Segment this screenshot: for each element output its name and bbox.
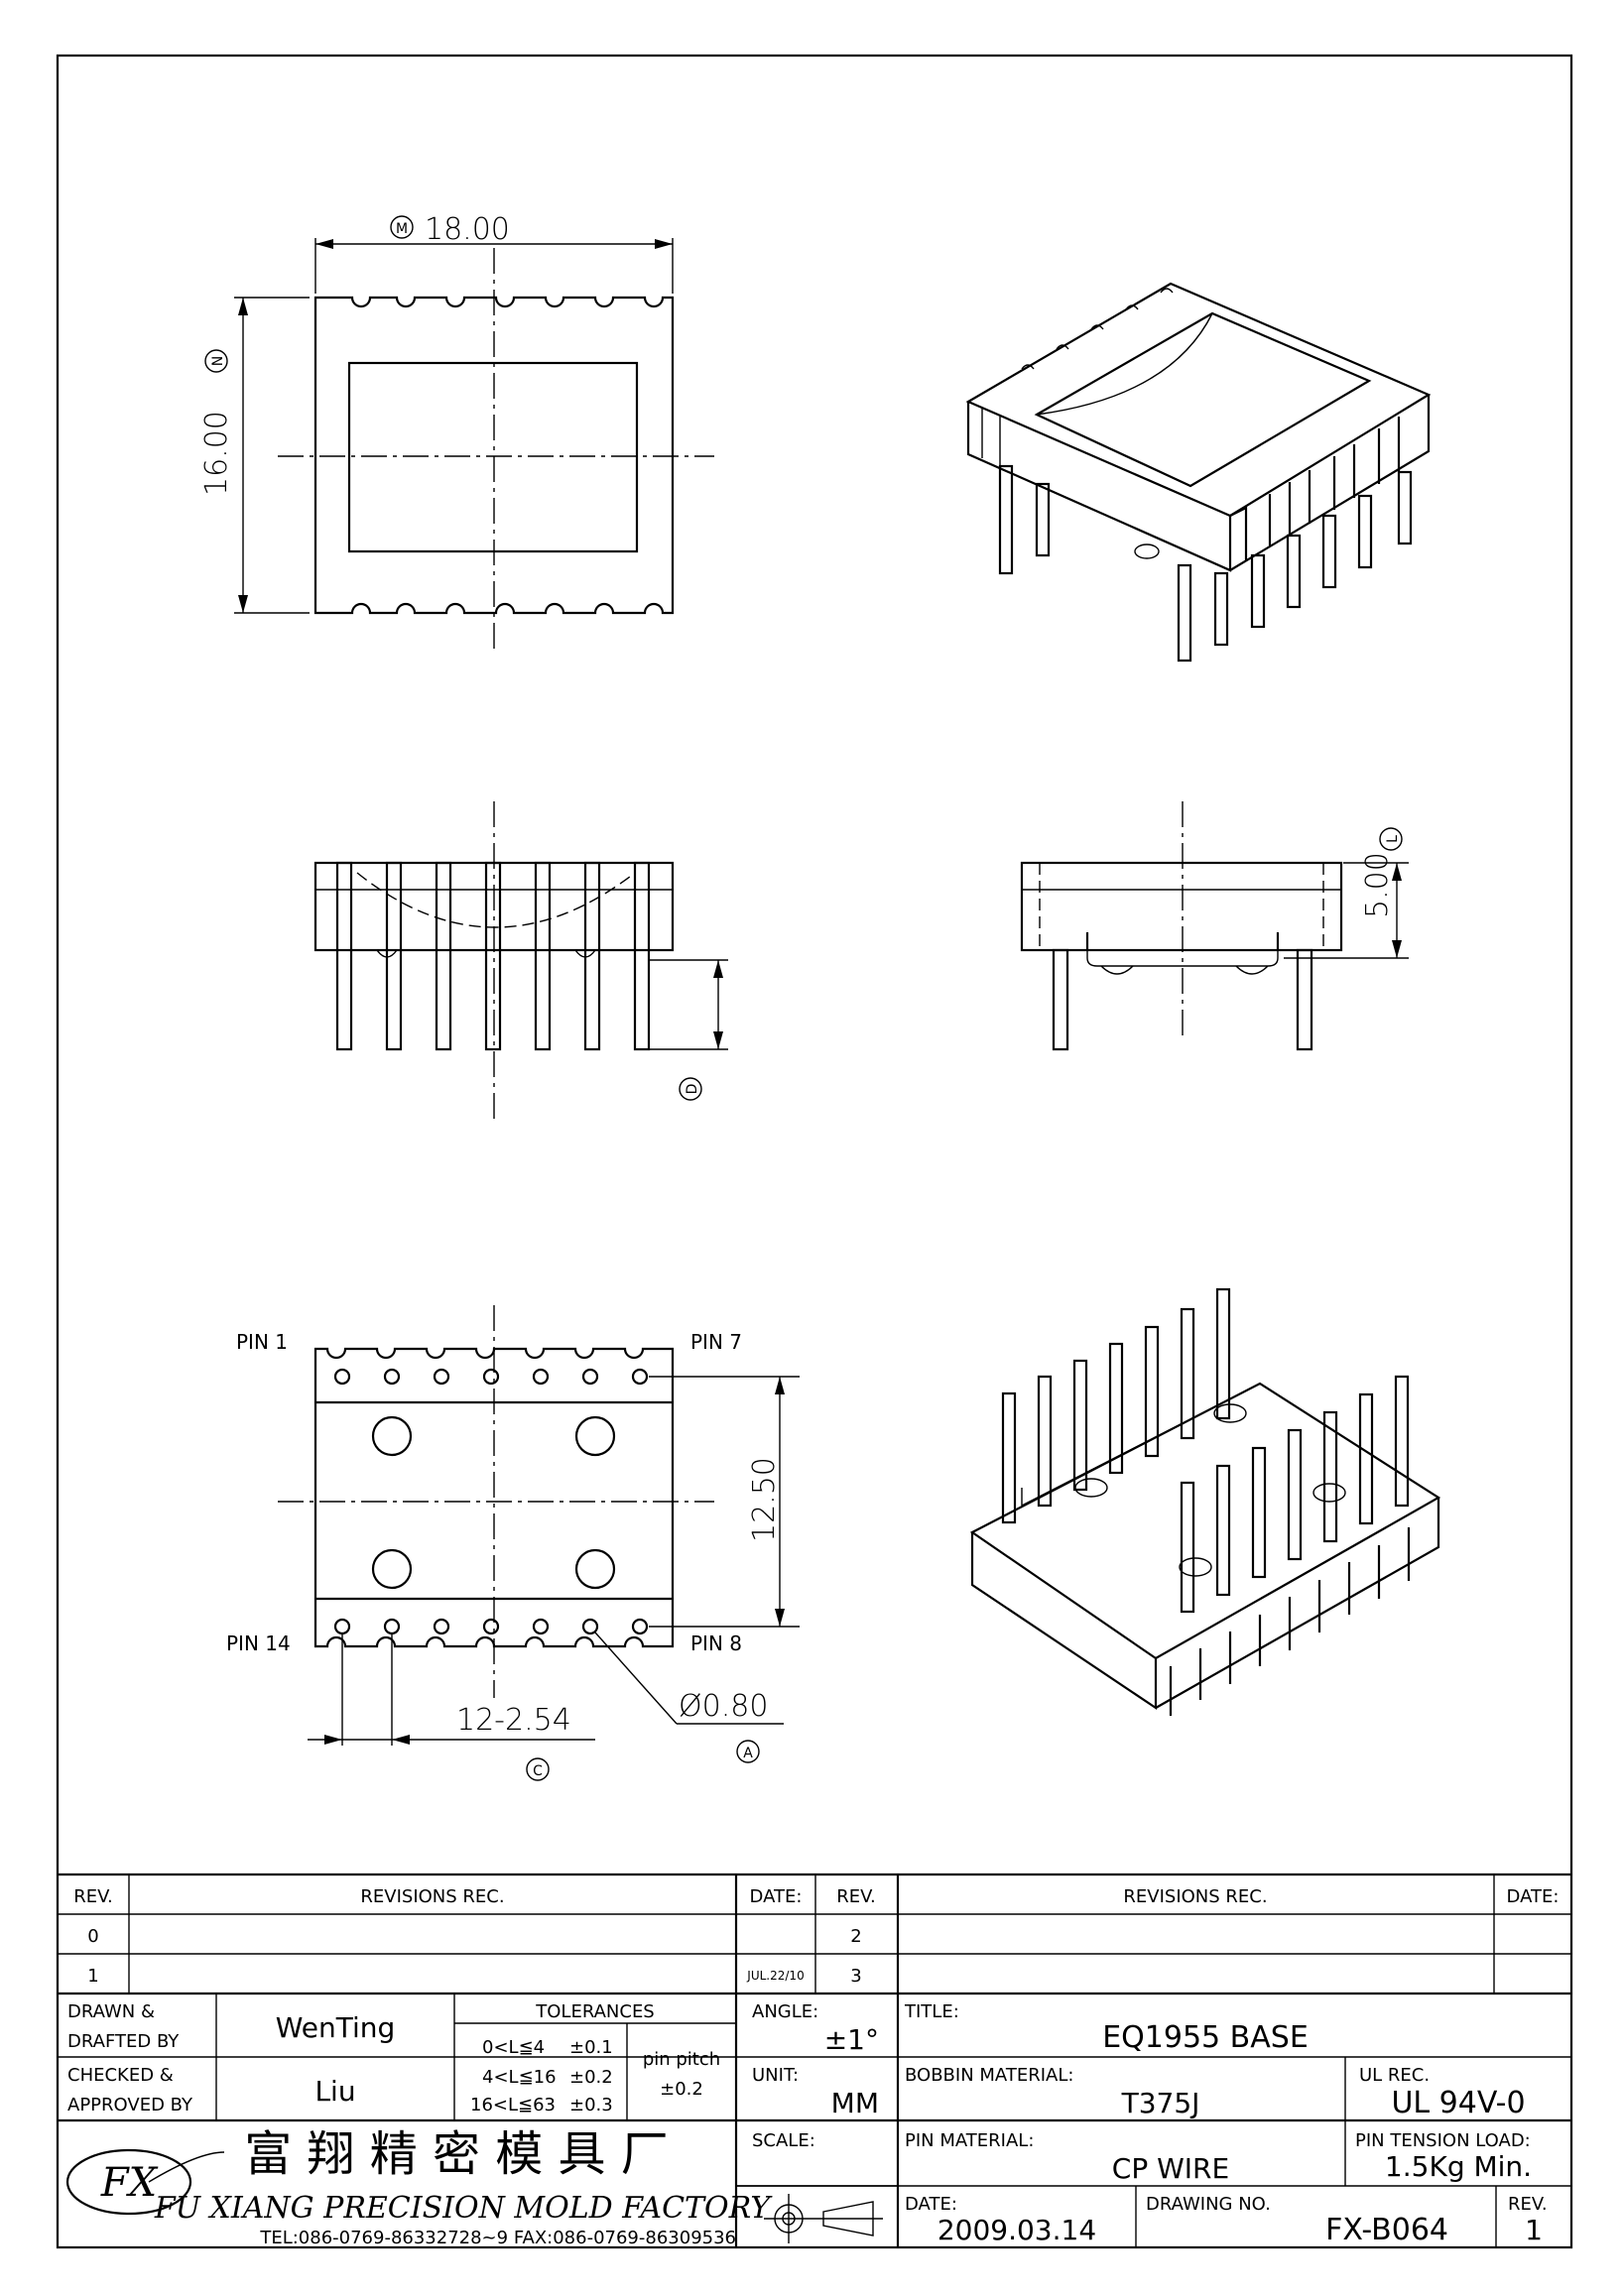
title-label: TITLE: bbox=[904, 2001, 959, 2022]
dim-height-value: 16.00 bbox=[199, 411, 234, 496]
dim-tag-m-circle bbox=[390, 215, 414, 239]
checked-label-2: APPROVED BY bbox=[67, 2095, 193, 2115]
side-view: L 5.00 bbox=[1020, 801, 1409, 1051]
tol-3-range: 16<L≦63 bbox=[470, 2095, 556, 2115]
tol-1-value: ±0.1 bbox=[569, 2037, 613, 2058]
angle-value: ±1° bbox=[824, 2023, 879, 2056]
dim-tag-l: L bbox=[1385, 835, 1401, 843]
bottom-view-pin-holes bbox=[333, 1368, 649, 1635]
top-view-outline bbox=[313, 296, 675, 615]
bobbin-material-value: T375J bbox=[1121, 2087, 1200, 2119]
rev-row-2: 2 bbox=[850, 1926, 861, 1947]
pin-1-label: PIN 1 bbox=[236, 1330, 288, 1354]
dim-tag-a-circle bbox=[736, 1740, 760, 1763]
company-contact: TEL:086-0769-86332728~9 FAX:086-0769-863… bbox=[259, 2228, 736, 2248]
date-header-left: DATE: bbox=[750, 1886, 803, 1907]
unit-value: MM bbox=[831, 2087, 879, 2119]
front-view: D bbox=[313, 801, 728, 1119]
pin-pitch-value: ±0.2 bbox=[660, 2079, 703, 2100]
checked-label-1: CHECKED & bbox=[67, 2065, 174, 2086]
date-header-right: DATE: bbox=[1507, 1886, 1560, 1907]
top-view: M 18.00 N 16.00 bbox=[199, 212, 714, 655]
iso-view-top bbox=[965, 282, 1432, 663]
company-name-cn: 富 翔 精 密 模 具 厂 bbox=[244, 2126, 669, 2182]
unit-label: UNIT: bbox=[752, 2065, 799, 2086]
side-view-body bbox=[1020, 861, 1343, 952]
title-block: DRAWN & DRAFTED BY WenTing CHECKED & APP… bbox=[58, 1994, 1571, 2247]
dim-tag-c: C bbox=[533, 1763, 543, 1779]
revision-table: REV. REVISIONS REC. DATE: REV. REVISIONS… bbox=[58, 1873, 1571, 2247]
bottom-view-outline bbox=[313, 1347, 675, 1648]
tol-1-range: 0<L≦4 bbox=[482, 2037, 545, 2058]
company-logo-icon: FX bbox=[65, 2148, 225, 2216]
projection-symbol bbox=[736, 2185, 898, 2243]
scale-label: SCALE: bbox=[752, 2130, 815, 2151]
dim-side-height-value: 5.00 bbox=[1360, 852, 1395, 918]
rev-row-3: 3 bbox=[850, 1966, 861, 1987]
iso-top-pins bbox=[998, 464, 1413, 663]
pin-material-label: PIN MATERIAL: bbox=[905, 2130, 1034, 2151]
drawing-no-value: FX-B064 bbox=[1325, 2213, 1448, 2247]
dim-tag-d: D bbox=[685, 1084, 700, 1095]
dim-pitch-value: 12-2.54 bbox=[456, 1703, 571, 1738]
pin-tension-label: PIN TENSION LOAD: bbox=[1355, 2130, 1531, 2151]
sheet-border bbox=[56, 54, 1573, 2249]
dim-tag-d-circle bbox=[679, 1077, 702, 1101]
company-block: FX 富 翔 精 密 模 具 厂 FU XIANG PRECISION MOLD… bbox=[65, 2126, 773, 2248]
front-view-pins bbox=[335, 861, 651, 1051]
iso-bottom-pins bbox=[1001, 1287, 1410, 1614]
dim-tag-n-circle bbox=[204, 349, 228, 373]
angle-label: ANGLE: bbox=[752, 2001, 818, 2022]
rev-header-right: REV. bbox=[836, 1886, 876, 1907]
iso-bottom-face bbox=[969, 1382, 1441, 1660]
pin-material-value: CP WIRE bbox=[1112, 2152, 1229, 2185]
revisions-header-right: REVISIONS REC. bbox=[1123, 1886, 1267, 1907]
tol-3-value: ±0.3 bbox=[569, 2095, 613, 2115]
date-value: 2009.03.14 bbox=[937, 2214, 1096, 2246]
dim-tag-n: N bbox=[210, 356, 226, 366]
pin-tension-value: 1.5Kg Min. bbox=[1385, 2150, 1532, 2183]
logo-text: FX bbox=[100, 2160, 159, 2206]
drawn-by-value: WenTing bbox=[276, 2011, 396, 2044]
dim-pin-dia-value: Ø0.80 bbox=[679, 1689, 768, 1724]
rev-row-1: 1 bbox=[87, 1966, 98, 1987]
drawing-no-label: DRAWING NO. bbox=[1146, 2194, 1271, 2215]
title-value: EQ1955 BASE bbox=[1102, 2020, 1309, 2055]
iso-top-window bbox=[1034, 311, 1372, 488]
rev-value: 1 bbox=[1525, 2214, 1543, 2246]
ul-rec-value: UL 94V-0 bbox=[1391, 2086, 1525, 2120]
pin-7-label: PIN 7 bbox=[690, 1330, 742, 1354]
revisions-header-left: REVISIONS REC. bbox=[360, 1886, 504, 1907]
dim-tag-m: M bbox=[396, 221, 408, 237]
iso-view-bottom bbox=[969, 1287, 1441, 1716]
pin-14-label: PIN 14 bbox=[226, 1631, 291, 1655]
bobbin-material-label: BOBBIN MATERIAL: bbox=[905, 2065, 1073, 2086]
pin-8-label: PIN 8 bbox=[690, 1631, 742, 1655]
tol-2-value: ±0.2 bbox=[569, 2067, 613, 2088]
dim-tag-a: A bbox=[743, 1746, 753, 1761]
dim-tag-l-circle bbox=[1379, 827, 1403, 851]
rev-row-1-date: JUL.22/10 bbox=[746, 1969, 804, 1983]
dim-tag-c-circle bbox=[526, 1757, 550, 1781]
approved-by-value: Liu bbox=[314, 2075, 355, 2108]
rev-label: REV. bbox=[1508, 2194, 1548, 2215]
top-view-window bbox=[347, 361, 639, 553]
ul-rec-label: UL REC. bbox=[1359, 2065, 1430, 2086]
rev-row-0: 0 bbox=[87, 1926, 98, 1947]
tol-2-range: 4<L≦16 bbox=[482, 2067, 557, 2088]
tolerances-label: TOLERANCES bbox=[535, 2001, 655, 2022]
pin-pitch-label: pin pitch bbox=[643, 2049, 720, 2070]
drawn-label-2: DRAFTED BY bbox=[67, 2031, 180, 2052]
bottom-view: PIN 1 PIN 7 PIN 14 PIN 8 12.50 12-2.54 C… bbox=[226, 1305, 800, 1781]
rev-header-left: REV. bbox=[73, 1886, 113, 1907]
drawn-label-1: DRAWN & bbox=[67, 2001, 155, 2022]
dim-rows-value: 12.50 bbox=[747, 1457, 782, 1542]
date-label: DATE: bbox=[905, 2194, 957, 2215]
dim-width-value: 18.00 bbox=[425, 212, 510, 247]
company-name-en: FU XIANG PRECISION MOLD FACTORY bbox=[154, 2191, 773, 2226]
